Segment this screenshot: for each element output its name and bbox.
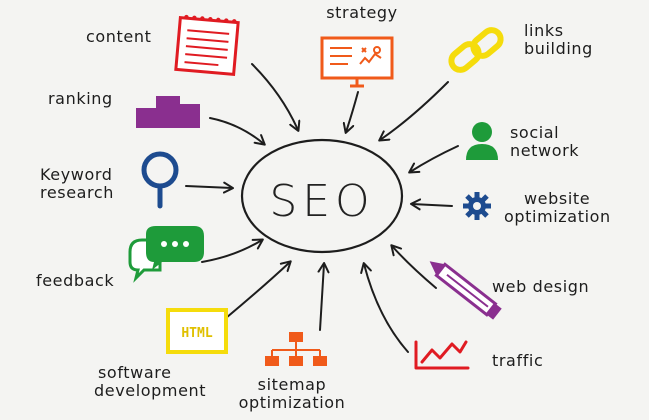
arrow-content <box>251 63 301 132</box>
label-strategy: strategy <box>326 3 398 22</box>
podium-icon <box>136 96 200 128</box>
label-content: content <box>86 27 152 46</box>
arrow-traffic <box>360 262 409 353</box>
traffic-chart-icon <box>414 340 470 370</box>
arrow-website <box>410 198 453 211</box>
label-traffic: traffic <box>492 351 544 370</box>
chain-link-icon <box>448 27 504 73</box>
sitemap-icon <box>265 332 327 366</box>
label-sitemap-optimization: sitemap optimization <box>238 375 346 412</box>
arrow-sitemap <box>317 262 330 331</box>
label-website-optimization: website optimization <box>504 189 611 226</box>
pencil-icon <box>429 261 502 320</box>
label-feedback: feedback <box>36 271 115 290</box>
label-links-building: links building <box>524 21 593 58</box>
center-ellipse <box>240 138 404 254</box>
html-icon-text: HTML <box>181 326 212 341</box>
arrow-social <box>408 145 459 174</box>
speech-bubble-icon <box>128 226 204 283</box>
person-icon <box>466 122 498 160</box>
label-ranking: ranking <box>48 89 113 108</box>
label-software-development: software development <box>94 363 207 400</box>
arrow-strategy <box>342 91 359 134</box>
arrow-feedback <box>201 238 264 263</box>
seo-center-label: SEO <box>269 176 375 227</box>
gear-icon <box>463 192 491 220</box>
arrow-keyword <box>185 181 234 194</box>
label-web-design: web design <box>492 277 590 296</box>
arrow-links <box>378 81 449 142</box>
arrow-ranking <box>209 117 266 146</box>
arrow-software <box>225 260 292 319</box>
notepad-icon <box>174 14 240 77</box>
html-document-icon: HTML <box>166 308 228 354</box>
label-social-network: social network <box>510 123 580 160</box>
label-keyword-research: Keyword research <box>40 165 115 202</box>
presentation-board-icon <box>320 36 394 88</box>
arrow-webdesign <box>390 244 437 289</box>
magnifier-icon <box>141 151 179 209</box>
